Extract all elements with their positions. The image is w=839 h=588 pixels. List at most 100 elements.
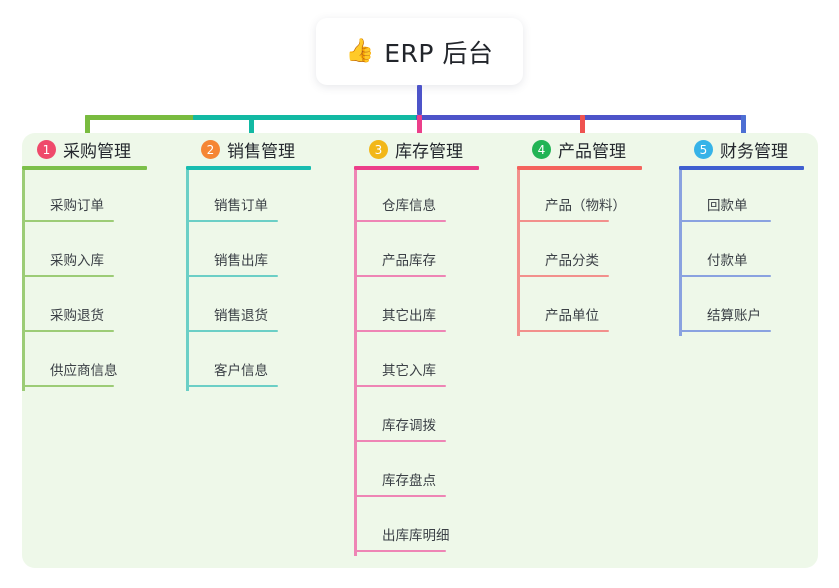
branch-header-4[interactable]: 4 产品管理 <box>517 133 642 166</box>
branch-title-3: 库存管理 <box>395 142 463 162</box>
leaf-item-underline <box>354 330 446 332</box>
branch-header-2[interactable]: 2 销售管理 <box>186 133 311 166</box>
leaf-item[interactable]: 产品单位 <box>517 280 642 335</box>
leaf-item-label: 其它出库 <box>382 308 436 324</box>
leaf-item-label: 其它入库 <box>382 363 436 379</box>
branch-underline-1 <box>22 166 147 170</box>
leaf-item-label: 采购退货 <box>50 308 104 324</box>
leaf-item-underline <box>517 330 609 332</box>
branch-items-5: 回款单付款单结算账户 <box>679 170 804 335</box>
leaf-item-underline <box>354 440 446 442</box>
leaf-item[interactable]: 供应商信息 <box>22 335 147 390</box>
leaf-item[interactable]: 产品库存 <box>354 225 479 280</box>
branch-underline-4 <box>517 166 642 170</box>
branch-badge-5: 5 <box>694 140 713 159</box>
connector-hbar-mid <box>193 115 418 120</box>
branch-items-1: 采购订单采购入库采购退货供应商信息 <box>22 170 147 390</box>
connector-drop-5 <box>741 115 746 141</box>
leaf-item-label: 销售出库 <box>214 253 268 269</box>
branch-underline-5 <box>679 166 804 170</box>
leaf-item-label: 库存调拨 <box>382 418 436 434</box>
branch-items-3: 仓库信息产品库存其它出库其它入库库存调拨库存盘点出库库明细 <box>354 170 479 555</box>
leaf-item-label: 采购入库 <box>50 253 104 269</box>
connector-stem-root <box>417 85 422 115</box>
branch-column-4: 4 产品管理产品（物料） 产品分类产品单位 <box>517 133 642 336</box>
leaf-item-underline <box>354 385 446 387</box>
leaf-item[interactable]: 产品（物料） <box>517 170 642 225</box>
branch-column-2: 2 销售管理销售订单销售出库销售退货客户信息 <box>186 133 311 391</box>
leaf-item-label: 采购订单 <box>50 198 104 214</box>
leaf-item[interactable]: 库存盘点 <box>354 445 479 500</box>
leaf-item-underline <box>517 275 609 277</box>
leaf-item-underline <box>354 275 446 277</box>
leaf-item[interactable]: 采购退货 <box>22 280 147 335</box>
branch-title-5: 财务管理 <box>720 142 788 162</box>
leaf-item[interactable]: 回款单 <box>679 170 804 225</box>
leaf-item[interactable]: 产品分类 <box>517 225 642 280</box>
leaf-item[interactable]: 库存调拨 <box>354 390 479 445</box>
branch-spine-4 <box>517 170 520 336</box>
root-node-title: ERP 后台 <box>384 38 494 68</box>
leaf-item[interactable]: 其它入库 <box>354 335 479 390</box>
leaf-item[interactable]: 结算账户 <box>679 280 804 335</box>
leaf-item[interactable]: 客户信息 <box>186 335 311 390</box>
leaf-item[interactable]: 采购订单 <box>22 170 147 225</box>
branch-title-4: 产品管理 <box>558 142 626 162</box>
leaf-item-underline <box>22 275 114 277</box>
leaf-item-underline <box>186 275 278 277</box>
leaf-item[interactable]: 销售订单 <box>186 170 311 225</box>
leaf-item-label: 产品（物料） <box>545 198 626 214</box>
leaf-item-label: 供应商信息 <box>50 363 118 379</box>
leaf-item-label: 出库库明细 <box>382 528 450 544</box>
leaf-item-label: 结算账户 <box>707 308 761 324</box>
connector-drop-4 <box>580 115 585 141</box>
branch-spine-3 <box>354 170 357 556</box>
branch-badge-4: 4 <box>532 140 551 159</box>
branch-spine-5 <box>679 170 682 336</box>
connector-drop-1 <box>85 115 90 141</box>
branch-column-3: 3 库存管理仓库信息产品库存其它出库其它入库库存调拨库存盘点出库库明细 <box>354 133 479 556</box>
leaf-item[interactable]: 其它出库 <box>354 280 479 335</box>
leaf-item-underline <box>22 330 114 332</box>
leaf-item-underline <box>679 330 771 332</box>
leaf-item-label: 仓库信息 <box>382 198 436 214</box>
branch-header-5[interactable]: 5 财务管理 <box>679 133 804 166</box>
branch-badge-1: 1 <box>37 140 56 159</box>
leaf-item-underline <box>354 550 446 552</box>
branch-badge-3: 3 <box>369 140 388 159</box>
leaf-item[interactable]: 仓库信息 <box>354 170 479 225</box>
leaf-item-underline <box>22 220 114 222</box>
leaf-item-label: 销售退货 <box>214 308 268 324</box>
leaf-item-label: 客户信息 <box>214 363 268 379</box>
leaf-item[interactable]: 采购入库 <box>22 225 147 280</box>
leaf-item-underline <box>517 220 609 222</box>
branch-column-5: 5 财务管理回款单付款单结算账户 <box>679 133 804 336</box>
branch-underline-3 <box>354 166 479 170</box>
root-node-card[interactable]: 👍 ERP 后台 <box>316 18 523 85</box>
leaf-item[interactable]: 销售出库 <box>186 225 311 280</box>
thumbs-up-icon: 👍 <box>345 38 375 64</box>
leaf-item-underline <box>354 495 446 497</box>
branch-title-2: 销售管理 <box>227 142 295 162</box>
leaf-item-underline <box>186 220 278 222</box>
leaf-item-label: 付款单 <box>707 253 748 269</box>
branch-header-3[interactable]: 3 库存管理 <box>354 133 479 166</box>
branch-items-2: 销售订单销售出库销售退货客户信息 <box>186 170 311 390</box>
leaf-item[interactable]: 出库库明细 <box>354 500 479 555</box>
branch-items-4: 产品（物料） 产品分类产品单位 <box>517 170 642 335</box>
branch-badge-2: 2 <box>201 140 220 159</box>
leaf-item-label: 销售订单 <box>214 198 268 214</box>
connector-drop-3 <box>417 115 422 141</box>
connector-drop-2 <box>249 115 254 141</box>
leaf-item[interactable]: 付款单 <box>679 225 804 280</box>
connector-hbar-left <box>85 115 195 120</box>
leaf-item[interactable]: 销售退货 <box>186 280 311 335</box>
leaf-item-underline <box>186 330 278 332</box>
branch-underline-2 <box>186 166 311 170</box>
leaf-item-underline <box>186 385 278 387</box>
leaf-item-underline <box>679 275 771 277</box>
leaf-item-label: 产品分类 <box>545 253 599 269</box>
